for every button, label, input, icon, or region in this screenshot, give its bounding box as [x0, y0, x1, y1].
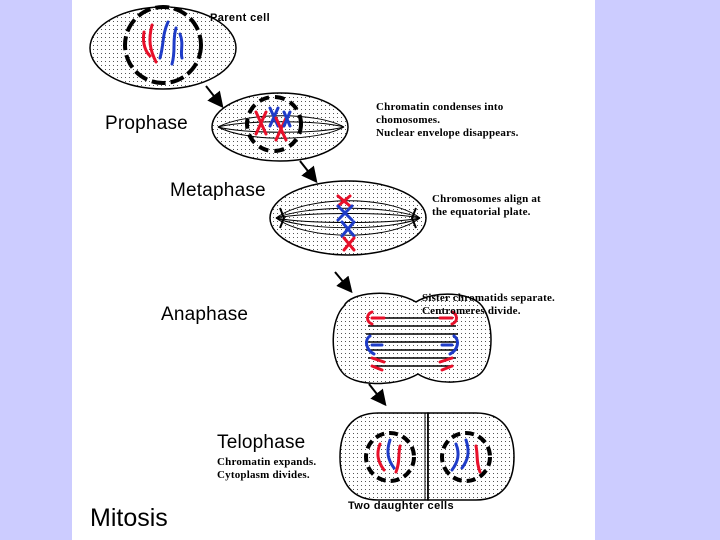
anaphase-note-2: Centromeres divide.: [422, 305, 521, 317]
arrow-prophase-to-metaphase: [299, 160, 318, 184]
telophase-label: Telophase: [217, 432, 306, 453]
prophase-note-1: Chromatin condenses into: [376, 101, 504, 113]
metaphase-cell: [269, 180, 427, 256]
prophase-label: Prophase: [105, 113, 188, 134]
anaphase-note-1: Sister chromatids separate.: [422, 292, 556, 304]
metaphase-notes: Chromosomes align at the equatorial plat…: [432, 193, 541, 219]
parent-cell: [89, 5, 237, 90]
arrow-metaphase-to-anaphase: [334, 271, 353, 294]
telophase-notes: Chromatin expands. Cytoplasm divides.: [217, 456, 316, 482]
telophase-cells: [339, 412, 515, 501]
anaphase-notes: Sister chromatids separate. Centromeres …: [422, 292, 555, 318]
anaphase-cell: [332, 292, 492, 385]
metaphase-label: Metaphase: [170, 180, 266, 201]
prophase-note-3: Nuclear envelope disappears.: [376, 127, 519, 139]
prophase-notes: Chromatin condenses into chomosomes. Nuc…: [376, 101, 519, 140]
parent-chromatin: [142, 20, 184, 66]
metaphase-note-2: the equatorial plate.: [432, 206, 531, 218]
daughter-cells-label: Two daughter cells: [348, 500, 455, 512]
prophase-cell: [211, 92, 349, 162]
metaphase-note-1: Chromosomes align at: [432, 193, 541, 205]
slide: Parent cell Prophase Chromatin condenses…: [72, 0, 595, 540]
anaphase-label: Anaphase: [161, 304, 249, 325]
diagram-title: Mitosis: [90, 504, 168, 532]
prophase-note-2: chomosomes.: [376, 114, 441, 126]
arrow-anaphase-to-telophase: [368, 383, 387, 407]
telophase-note-1: Chromatin expands.: [217, 456, 317, 468]
prophase-nucleus: [245, 95, 303, 153]
telophase-note-2: Cytoplasm divides.: [217, 469, 310, 481]
mitosis-diagram: [89, 5, 515, 501]
arrow-parent-to-prophase: [205, 85, 224, 109]
parent-cell-label: Parent cell: [210, 12, 271, 24]
